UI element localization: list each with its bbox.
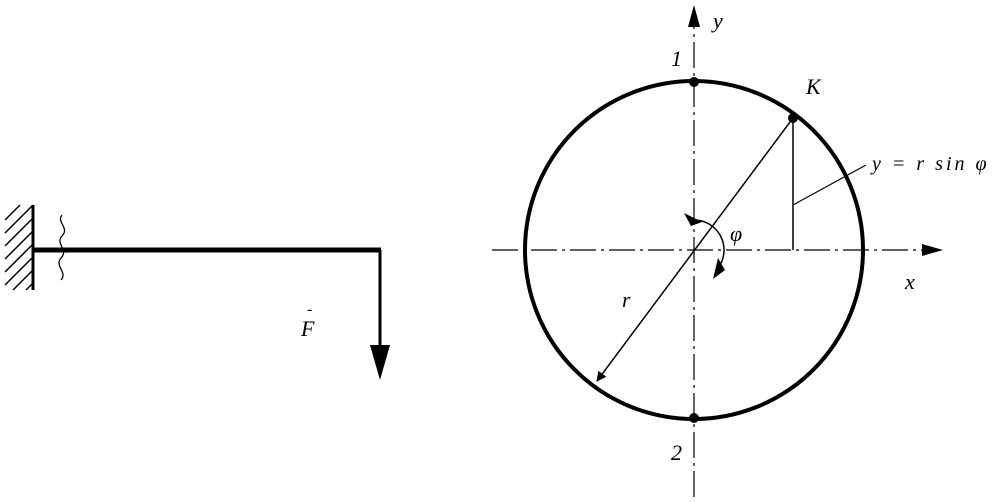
force-label: F [300,316,315,341]
wall-hatching [4,204,34,291]
point-1-label: 1 [671,46,682,71]
angle-arrow-bottom [713,258,725,279]
formula-leader [792,164,867,206]
point-1 [689,77,699,87]
formula-label: y = r sin φ [870,153,990,175]
radius-label: r [622,287,631,312]
angle-arc [693,219,725,266]
radius-line [596,117,794,382]
point-k-label: K [805,74,822,99]
cantilever-beam-figure: F - [4,204,390,380]
point-2-label: 2 [671,440,682,465]
force-arrow-head [370,345,390,380]
x-axis-arrowhead [922,244,943,256]
cross-section-figure: y x 1 2 K r φ y = r sin φ [492,5,990,497]
section-break-mark [58,214,66,281]
y-axis-label: y [711,8,723,33]
angle-label: φ [730,221,742,246]
x-axis-label: x [904,269,915,294]
force-label-bar: - [307,301,312,318]
point-2 [689,413,699,423]
angle-arrow-top [684,213,702,226]
y-axis-arrowhead [688,5,700,27]
